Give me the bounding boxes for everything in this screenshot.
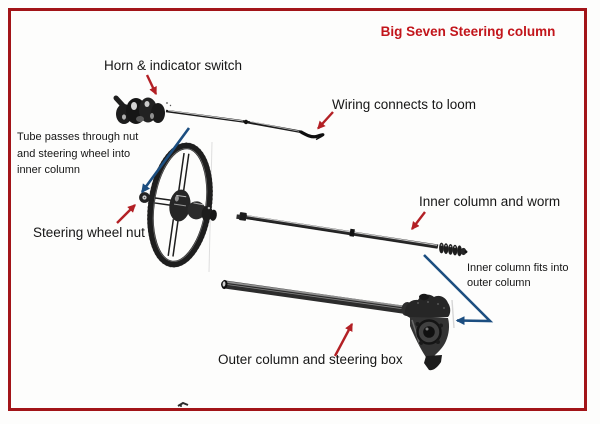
red-arrow-outer-column <box>333 322 354 357</box>
red-arrow-wiring-loom <box>317 111 334 130</box>
horn-indicator-switch <box>113 95 172 124</box>
label-inner-column-and-worm: Inner column and worm <box>419 194 561 209</box>
steering-wheel-nut <box>139 192 150 203</box>
steering-box <box>401 293 455 371</box>
outer-column-and-steering-box <box>221 279 455 371</box>
wiring-tube <box>165 109 325 141</box>
blue-arrow-tube-through-nut <box>140 127 191 194</box>
note-inner-column-fits-into-outer: Inner column fits into outer column <box>467 262 569 289</box>
red-arrow-inner-column <box>411 211 426 230</box>
red-arrow-horn-switch <box>145 74 158 96</box>
red-arrow-wheel-nut <box>116 204 136 224</box>
label-outer-column-and-steering-box: Outer column and steering box <box>218 352 403 367</box>
label-horn-indicator-switch: Horn & indicator switch <box>104 58 243 73</box>
label-steering-wheel-nut: Steering wheel nut <box>33 225 145 240</box>
inner-column-and-worm <box>236 212 468 257</box>
diagram-title: Big Seven Steering column <box>380 24 556 39</box>
label-wiring-connects-to-loom: Wiring connects to loom <box>332 97 477 112</box>
steering-wheel <box>147 142 217 268</box>
smudge-mark <box>177 401 189 407</box>
blue-arrow-inner-into-outer <box>423 254 494 326</box>
note-tube-passes-through-nut: Tube passes through nut and steering whe… <box>17 131 139 176</box>
